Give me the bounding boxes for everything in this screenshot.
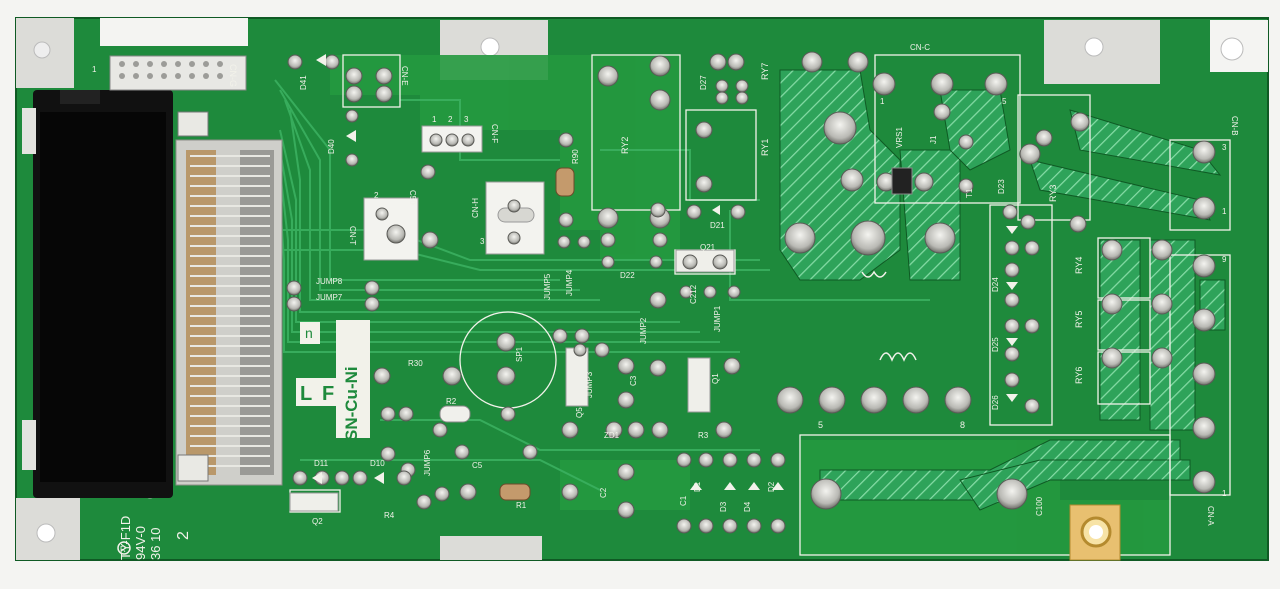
label-cn-c-pin-5: 5: [1002, 97, 1007, 106]
label-ry4: RY4: [1074, 257, 1084, 274]
label-c1: C1: [679, 495, 688, 506]
label-cn-c: CN-C: [910, 43, 930, 52]
label-jump6: JUMP6: [423, 449, 432, 476]
lead-free-letter-l: L: [300, 383, 312, 405]
label-jump2: JUMP2: [639, 317, 648, 344]
label-zd1: ZD1: [604, 431, 620, 440]
label-pin-8: 8: [960, 420, 965, 430]
lcd-flex-connector: [175, 111, 283, 486]
label-d11: D11: [314, 459, 329, 468]
label-jump3: JUMP3: [585, 371, 594, 398]
label-jump8: JUMP8: [316, 277, 343, 286]
label-q21: Q21: [700, 243, 716, 252]
solder-pads: [286, 51, 1216, 534]
label-r90: R90: [571, 149, 580, 164]
alloy-marking: SN-Cu-Ni: [342, 366, 361, 441]
label-c3: C3: [629, 375, 638, 386]
label-ry7: RY7: [760, 63, 770, 80]
label-cn-a: CN-A: [1206, 506, 1215, 526]
label-d10: D10: [370, 459, 385, 468]
label-r3: R3: [698, 431, 709, 440]
label-d25: D25: [991, 337, 1000, 352]
label-d22: D22: [620, 271, 635, 280]
label-ry3: RY3: [1048, 185, 1058, 202]
label-jump4: JUMP4: [565, 269, 574, 296]
label-cn-g-pin-1: 1: [92, 65, 97, 74]
revision-marking: 2: [175, 531, 192, 540]
lcd-display: [22, 90, 173, 498]
label-q2: Q2: [312, 517, 323, 526]
label-pin-5: 5: [818, 420, 823, 430]
label-d40: D40: [327, 139, 336, 154]
label-ry5: RY5: [1074, 311, 1084, 328]
label-c212: C212: [689, 284, 698, 304]
label-jump1: JUMP1: [713, 305, 722, 332]
label-d21: D21: [710, 221, 725, 230]
label-d24: D24: [991, 277, 1000, 292]
label-d23: D23: [997, 179, 1006, 194]
label-q5: Q5: [575, 407, 584, 418]
label-sp1: SP1: [515, 346, 524, 362]
label-d26: D26: [991, 395, 1000, 410]
label-j1: J1: [929, 135, 938, 144]
label-cn-a-pin-9: 9: [1222, 255, 1227, 264]
label-jump7: JUMP7: [316, 293, 343, 302]
rating-marking: 94V-0: [133, 526, 148, 560]
label-ry2: RY2: [620, 137, 630, 154]
label-cn-c-pin-1: 1: [880, 97, 885, 106]
label-cn-f-pin-2: 2: [448, 115, 453, 124]
label-d3: D3: [719, 501, 728, 512]
label-cn-e: CN-E: [400, 66, 409, 86]
label-q1: Q1: [711, 373, 720, 384]
cn-g-header: [109, 55, 247, 91]
lead-free-mark: [296, 320, 370, 438]
label-cn-t: CN-T: [348, 226, 357, 245]
label-cn-t-pin-2: 2: [374, 191, 379, 200]
lead-free-letter-n: n: [305, 325, 313, 341]
label-c100: C100: [1035, 496, 1044, 516]
label-c5: C5: [472, 461, 483, 470]
label-r4: R4: [384, 511, 395, 520]
label-cn-h: CN-H: [471, 198, 480, 218]
ul-recognition-glyph: R: [120, 545, 126, 554]
label-jump5: JUMP5: [543, 273, 552, 300]
date-marking: 36 10: [148, 527, 163, 560]
lead-free-letter-f: F: [322, 383, 334, 405]
label-ry1: RY1: [760, 139, 770, 156]
label-vrs1: VRS1: [895, 127, 904, 148]
copper-hatched-areas: [779, 69, 1226, 511]
label-cn-a-pin-1: 1: [1222, 489, 1227, 498]
label-ry6: RY6: [1074, 367, 1084, 384]
label-t1: T1: [965, 188, 974, 198]
label-r2: R2: [446, 397, 457, 406]
label-d41: D41: [299, 75, 308, 90]
ul-recognition-logo: [117, 541, 131, 555]
label-cn-h-pin-3: 3: [480, 237, 485, 246]
label-cn-g: CN-G: [228, 64, 238, 87]
label-c2: C2: [599, 487, 608, 498]
label-r1: R1: [516, 501, 527, 510]
label-cn-b-pin-1: 1: [1222, 207, 1227, 216]
label-cn-b-pin-3: 3: [1222, 143, 1227, 152]
label-d2: D2: [767, 481, 776, 492]
label-cn-f-pin-3: 3: [464, 115, 469, 124]
discrete-parts: [312, 54, 1018, 501]
label-cn-f: CN-F: [490, 124, 499, 143]
silkscreen-text: CN-G 1 CN-E D41 D40 1 2 3 CN-F C50 CN-T …: [92, 43, 1239, 560]
label-c50: C50: [408, 190, 417, 205]
label-d27: D27: [699, 75, 708, 90]
label-cn-f-pin-1: 1: [432, 115, 437, 124]
label-cn-b: CN-B: [1230, 116, 1239, 136]
label-d1: D1: [693, 481, 702, 492]
label-r30: R30: [408, 359, 423, 368]
label-d4: D4: [743, 501, 752, 512]
